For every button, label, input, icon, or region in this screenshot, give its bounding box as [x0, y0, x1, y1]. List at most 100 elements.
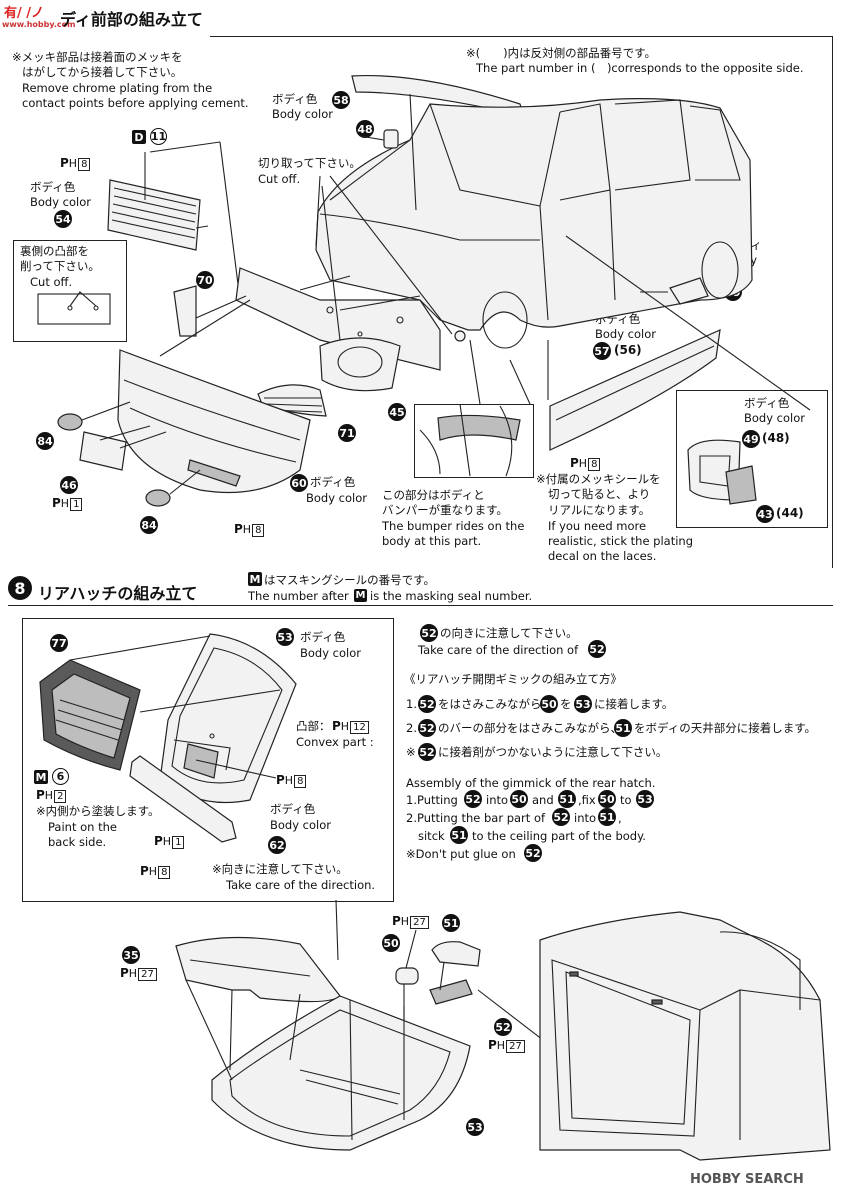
step2-51: 51 [614, 719, 632, 737]
site-domain: www.hobby.com [2, 20, 76, 29]
part-48-detail: (48) [762, 431, 790, 445]
decal-note-en1: If you need more [548, 519, 647, 533]
part-43: 43 [756, 505, 774, 523]
rear-bump-jp1: 裏側の凸部を [20, 244, 89, 258]
section7-frame [6, 36, 833, 568]
part-52: 52 [494, 1018, 512, 1036]
section8-title: リアハッチの組み立て [38, 584, 198, 603]
body-color-54-jp: ボディ色 [30, 180, 76, 194]
part-56: (56) [614, 343, 642, 357]
part-48: 48 [356, 120, 374, 138]
gen1-51: 51 [558, 790, 576, 808]
gen2-b: into [574, 811, 597, 825]
cutoff-en: Cut off. [258, 172, 301, 186]
gen3-b: to the ceiling part of the body. [472, 829, 646, 843]
rear-bump-box [13, 240, 127, 342]
section8-title-underline [8, 605, 833, 606]
body-color-58-jp: ボディ色 [272, 92, 318, 106]
gen4-a: ※Don't put glue on [406, 847, 516, 861]
step1-53: 53 [574, 695, 592, 713]
gimmick-title-en: Assembly of the gimmick of the rear hatc… [406, 776, 656, 790]
bumper-note-jp1: この部分はボディと [382, 488, 485, 502]
gen1-50: 50 [510, 790, 528, 808]
body-color-49-en: Body color [744, 411, 806, 425]
mask-6-number: 6 [52, 768, 69, 785]
step1-a: 1. [406, 697, 417, 711]
decal-note-jp1: ※付属のメッキシールを [536, 472, 661, 486]
decal-note-en2: realistic, stick the plating [548, 534, 694, 548]
part-46: 46 [60, 476, 78, 494]
cutoff-jp: 切り取って下さい。 [258, 156, 361, 170]
part-84-bottom: 84 [140, 516, 158, 534]
part-11: 11 [150, 128, 167, 145]
mask-letter-badge: M [248, 572, 262, 586]
direction-note-jp: ※向きに注意して下さい。 [212, 862, 348, 876]
part-35: 35 [122, 946, 140, 964]
part-44: (44) [776, 506, 804, 520]
part-45: 45 [388, 403, 406, 421]
gen1-b: into [486, 793, 509, 807]
plating-note-jp2: はがしてから接着して下さい。 [22, 65, 183, 79]
section7-frame-top [210, 36, 833, 37]
gen1-a: 1.Putting [406, 793, 458, 807]
part-70: 70 [196, 271, 214, 289]
ins-52-a: 52 [420, 624, 438, 642]
part-62: 62 [268, 836, 286, 854]
site-logo: 有/ /ノ [4, 6, 45, 21]
gen1-53: 53 [636, 790, 654, 808]
step1-50: 50 [540, 695, 558, 713]
body-color-58-en: Body color [272, 107, 334, 121]
rear-bump-en: Cut off. [30, 275, 73, 289]
decal-note-en3: decal on the laces. [548, 549, 657, 563]
direction-note-en: Take care of the direction. [226, 878, 376, 892]
paint-note-jp: ※内側から塗装します。 [36, 804, 160, 818]
part-57: 57 [593, 342, 611, 360]
section8-badge: 8 [8, 576, 32, 600]
step2-52: 52 [418, 719, 436, 737]
bumper-note-en2: body at this part. [382, 534, 482, 548]
paint-note-en2: back side. [48, 835, 107, 849]
gen2-52: 52 [552, 808, 570, 826]
gen4-52: 52 [524, 844, 542, 862]
mask-note-en: The number after [248, 589, 349, 603]
care-note-en: Take care of the direction of [418, 643, 579, 657]
body-color-57-en: Body color [595, 327, 657, 341]
step2-a: 2. [406, 721, 417, 735]
step2-b: のバーの部分をはさみこみながら、 [438, 721, 622, 735]
part-54: 54 [54, 210, 72, 228]
rear-bump-jp2: 削って下さい。 [20, 259, 100, 273]
section7-drawing [37, 74, 811, 507]
part-letter-d: D [132, 130, 146, 144]
step3-a: ※ [406, 745, 416, 759]
body-color-49-jp: ボディ色 [744, 396, 790, 410]
step2-c: をボディの天井部分に接着します。 [634, 721, 817, 735]
part-50: 50 [382, 934, 400, 952]
gen1-e: to [620, 793, 632, 807]
gen2-51: 51 [598, 808, 616, 826]
convex-jp: 凸部： [296, 719, 331, 733]
part-71: 71 [338, 424, 356, 442]
plating-note-jp: ※メッキ部品は接着面のメッキを [12, 50, 183, 64]
part-60: 60 [290, 474, 308, 492]
body-color-62-jp: ボディ色 [270, 802, 316, 816]
body-color-60-jp: ボディ色 [310, 475, 356, 489]
step3-52: 52 [418, 743, 436, 761]
plating-note-en2: contact points before applying cement. [22, 96, 249, 110]
ins-52-b: 52 [588, 640, 606, 658]
opposite-note-jp: ※( )内は反対側の部品番号です。 [466, 46, 656, 60]
body-color-53-en: Body color [300, 646, 362, 660]
mask-note-en2: is the masking seal number. [370, 589, 533, 603]
hobby-search-watermark: HOBBY SEARCH [690, 1172, 804, 1187]
mask-6-letter: M [34, 770, 48, 784]
